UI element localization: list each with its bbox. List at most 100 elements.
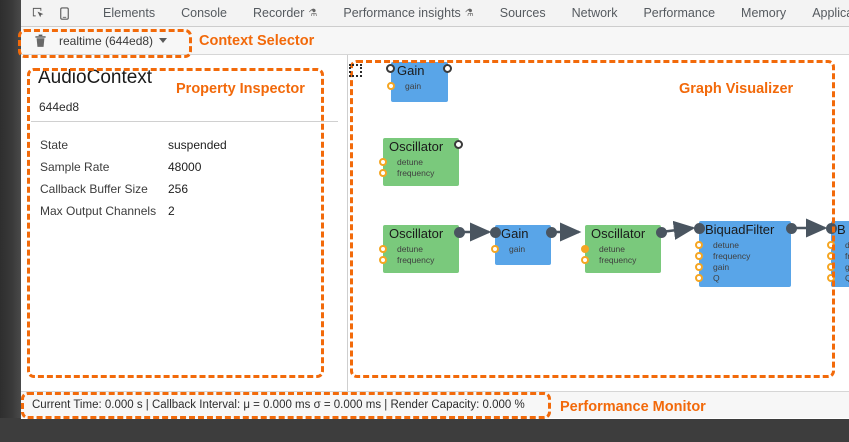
audio-node-output-port[interactable] (454, 227, 465, 238)
audio-node-gain[interactable]: Gain gain (387, 62, 448, 102)
audio-node-title: Oscillator (591, 226, 646, 241)
audio-param-port[interactable] (379, 245, 387, 253)
page-title: AudioContext (38, 67, 153, 88)
context-selector-toolbar: realtime (644ed8) (21, 27, 849, 55)
annotation-label-performance-monitor: Performance Monitor (560, 399, 706, 415)
audio-param-label: gain (713, 262, 730, 272)
annotation-label-property-inspector: Property Inspector (176, 81, 305, 97)
property-key: State (40, 138, 69, 152)
graph-visualizer-pane[interactable]: GaingainGaingainOscillatordetunefrequenc… (348, 55, 849, 418)
audio-param-port[interactable] (581, 245, 589, 253)
devtools-body: AudioContext 644ed8 State suspended Samp… (21, 55, 849, 418)
property-value: 48000 (168, 160, 202, 174)
audio-node-input-port[interactable] (826, 223, 837, 234)
audio-node-title: Oscillator (389, 139, 444, 154)
tab-elements[interactable]: Elements (90, 0, 168, 27)
audio-param-label: frequency (713, 251, 751, 261)
audio-node-output-port[interactable] (454, 140, 463, 149)
table-row: Max Output Channels 2 (40, 200, 227, 222)
tab-console[interactable]: Console (168, 0, 240, 27)
audio-param-port[interactable] (827, 274, 835, 282)
audio-param-label: Q (845, 273, 849, 283)
audio-param-port[interactable] (379, 169, 387, 177)
annotation-label-context-selector: Context Selector (199, 33, 315, 49)
property-table: State suspended Sample Rate 48000 Callba… (40, 134, 227, 222)
audio-param-label: frequency (397, 255, 435, 265)
context-selector-value: realtime (644ed8) (59, 33, 154, 48)
divider (31, 121, 338, 122)
audio-param-label: ga (845, 262, 849, 272)
annotation-label-graph-visualizer: Graph Visualizer (679, 81, 794, 97)
table-row: Sample Rate 48000 (40, 156, 227, 178)
audio-param-label: detune (397, 157, 423, 167)
audio-param-port[interactable] (581, 256, 589, 264)
audio-node-input-port[interactable] (694, 223, 705, 234)
audio-node-output-port[interactable] (786, 223, 797, 234)
tab-recorder[interactable]: Recorder⚗ (240, 0, 330, 27)
tab-label: Sources (499, 6, 546, 20)
tab-performance-insights[interactable]: Performance insights⚗ (330, 0, 486, 27)
chevron-down-icon (159, 38, 168, 43)
context-selector-dropdown[interactable]: realtime (644ed8) (59, 33, 168, 48)
device-toolbar-icon[interactable] (56, 5, 72, 21)
property-key: Callback Buffer Size (40, 182, 148, 196)
inspect-element-icon[interactable] (30, 5, 46, 21)
audio-node-output-port[interactable] (546, 227, 557, 238)
audio-param-port[interactable] (695, 241, 703, 249)
tab-label: Applicatio (812, 6, 849, 20)
audio-param-label: gain (509, 244, 526, 254)
audio-param-port[interactable] (827, 263, 835, 271)
tab-application[interactable]: Applicatio (799, 0, 849, 27)
audio-param-port[interactable] (695, 252, 703, 260)
audio-param-port[interactable] (827, 241, 835, 249)
audio-node-title: Gain (397, 63, 425, 78)
audio-node-output-port[interactable] (443, 64, 452, 73)
context-id: 644ed8 (39, 100, 80, 114)
audio-param-label: fre (845, 251, 849, 261)
devtools-window: Elements Console Recorder⚗ Performance i… (21, 0, 849, 419)
tab-sources[interactable]: Sources (487, 0, 559, 27)
devtools-tabs: Elements Console Recorder⚗ Performance i… (90, 0, 849, 27)
audio-param-port[interactable] (379, 256, 387, 264)
annotation-drag-handle[interactable] (349, 64, 362, 77)
audio-param-port[interactable] (695, 263, 703, 271)
tab-label: Recorder (252, 6, 305, 20)
desktop-left-strip (0, 0, 21, 442)
audio-param-port[interactable] (827, 252, 835, 260)
property-value: 2 (168, 204, 175, 218)
trash-icon[interactable] (31, 32, 49, 50)
audio-param-label: de (845, 240, 849, 250)
tab-label: Performance (643, 6, 716, 20)
audio-graph-canvas[interactable]: GaingainGaingainOscillatordetunefrequenc… (348, 55, 849, 418)
tab-memory[interactable]: Memory (728, 0, 799, 27)
devtools-tabbar: Elements Console Recorder⚗ Performance i… (21, 0, 849, 27)
audio-param-label: frequency (397, 168, 435, 178)
tab-label: Console (181, 6, 227, 20)
audio-node-input-port[interactable] (490, 227, 501, 238)
tab-label: Network (571, 6, 618, 20)
audio-node-output-port[interactable] (656, 227, 667, 238)
tab-network[interactable]: Network (559, 0, 631, 27)
tab-label: Memory (741, 6, 787, 20)
audio-param-port[interactable] (695, 274, 703, 282)
audio-param-port[interactable] (491, 245, 499, 253)
beaker-icon: ⚗ (464, 7, 474, 19)
audio-param-label: detune (713, 240, 739, 250)
property-key: Max Output Channels (40, 204, 157, 218)
audio-node-input-port[interactable] (386, 64, 395, 73)
performance-monitor-bar: Current Time: 0.000 s | Callback Interva… (21, 391, 849, 418)
audio-param-port[interactable] (387, 82, 395, 90)
audio-param-port[interactable] (379, 158, 387, 166)
tab-label: Elements (103, 6, 156, 20)
beaker-icon: ⚗ (308, 7, 318, 19)
audio-node-title: B (837, 222, 846, 237)
audio-param-label: gain (405, 81, 422, 91)
tab-performance[interactable]: Performance (630, 0, 728, 27)
audio-node-title: Oscillator (389, 226, 444, 241)
